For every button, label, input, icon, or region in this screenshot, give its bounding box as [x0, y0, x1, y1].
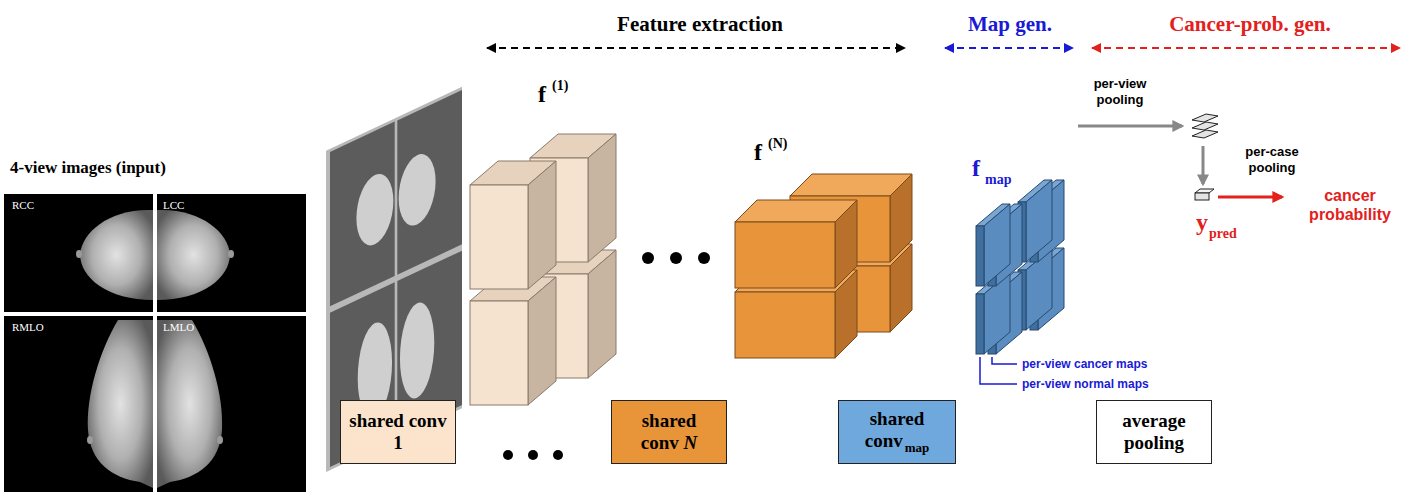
feature-superscript: (N): [768, 136, 787, 153]
output-symbol: y: [1196, 208, 1208, 237]
leader-line: [980, 357, 1017, 384]
leader-line: [992, 357, 1017, 364]
input-heading: 4-view images (input): [10, 158, 166, 178]
map-slabs: [976, 180, 1064, 354]
input-planes: [326, 87, 462, 472]
pooling-arrow: [1078, 125, 1182, 128]
layer-box: shared convN: [611, 400, 727, 464]
section-heading: Cancer-prob. gen.: [1130, 12, 1370, 37]
feature-superscript: (1): [552, 78, 568, 95]
feature-symbol: f: [538, 80, 546, 109]
mammogram-images: [4, 194, 306, 492]
view-name: RMLO: [12, 321, 44, 334]
section-heading: Feature extraction: [580, 12, 820, 37]
map-label: per-view normal maps: [1022, 377, 1149, 391]
layer-name: average pooling: [1122, 410, 1185, 453]
feature-cubes: [735, 174, 912, 358]
output-label: cancer probability: [1288, 186, 1412, 224]
pooling-arrow: [1202, 146, 1205, 184]
layer-subscript: map: [905, 440, 930, 455]
view-name: LMLO: [163, 321, 194, 334]
pooling-note: per-view pooling: [1080, 76, 1160, 107]
box-text-group: shared convmap: [844, 408, 950, 456]
section-arrow: [945, 47, 1073, 49]
section-arrow: [487, 47, 905, 49]
map-subscript: map: [985, 172, 1011, 189]
layer-index: N: [684, 432, 698, 453]
pooled-vector: [1195, 189, 1214, 200]
pooling-note: per-case pooling: [1232, 144, 1312, 175]
section-arrow: [1092, 47, 1400, 49]
feature-symbol: f: [754, 138, 762, 167]
box-text-group: shared conv 1: [346, 410, 450, 454]
box-text-group: average pooling: [1102, 410, 1206, 454]
layer-box: shared convmap: [838, 400, 956, 464]
map-symbol: f: [972, 154, 980, 183]
output-subscript: pred: [1209, 226, 1237, 243]
view-name: LCC: [163, 199, 184, 212]
feature-cubes: [470, 134, 616, 405]
output-arrow: [1218, 196, 1282, 199]
view-name: RCC: [12, 199, 34, 212]
box-text-group: shared convN: [617, 410, 721, 454]
ellipsis-dots: [503, 252, 710, 460]
section-heading: Map gen.: [950, 12, 1070, 37]
layer-name: shared conv 1: [349, 410, 446, 453]
map-label: per-view cancer maps: [1022, 357, 1147, 371]
pooled-vector-stack: [1192, 114, 1218, 138]
layer-box: shared conv 1: [340, 400, 456, 464]
layer-box: average pooling: [1096, 400, 1212, 464]
